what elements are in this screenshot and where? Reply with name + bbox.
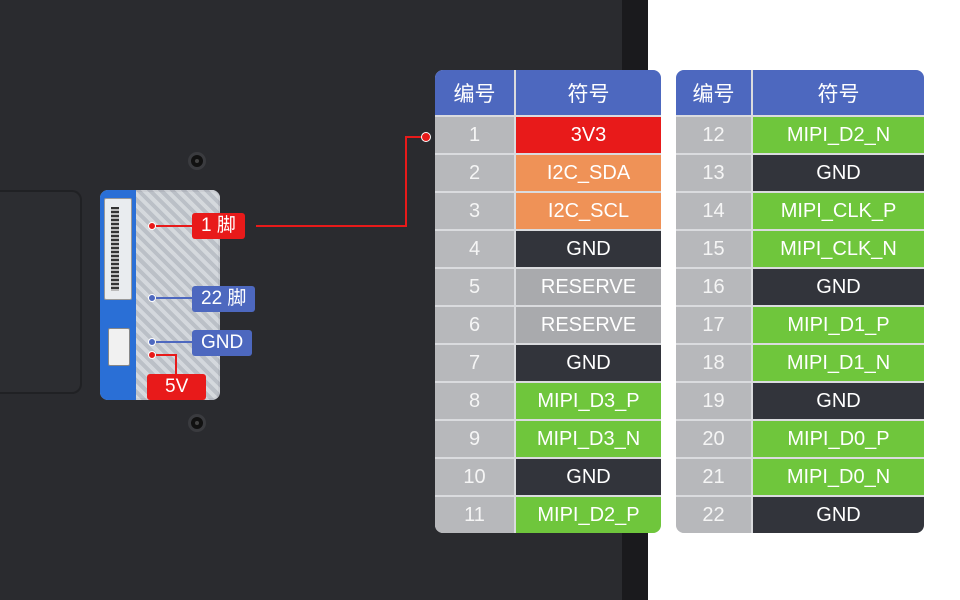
header-signal: 符号	[516, 70, 661, 115]
board-recess	[0, 190, 82, 394]
pin-number: 17	[676, 307, 753, 343]
pin-number: 19	[676, 383, 753, 419]
pin1-table-leader-v	[405, 136, 407, 227]
pin-number: 9	[435, 421, 516, 457]
pin1-marker-dot	[148, 222, 156, 230]
pin-number: 20	[676, 421, 753, 457]
pin-number: 7	[435, 345, 516, 381]
pin-signal: I2C_SCL	[516, 193, 661, 229]
pin22-marker-dot	[148, 294, 156, 302]
pin-number: 11	[435, 497, 516, 533]
fpc-connector	[104, 198, 132, 300]
pin22-leader	[156, 297, 192, 299]
header-number: 编号	[435, 70, 516, 115]
pin-number: 6	[435, 307, 516, 343]
table-header: 编号 符号	[435, 70, 661, 115]
pin-signal: MIPI_D2_N	[753, 117, 924, 153]
power-connector	[108, 328, 130, 366]
pin-signal: 3V3	[516, 117, 661, 153]
pin-signal: MIPI_D3_N	[516, 421, 661, 457]
pin1-table-leader-h2	[405, 136, 427, 138]
pin-signal: MIPI_CLK_P	[753, 193, 924, 229]
pin-signal: GND	[516, 459, 661, 495]
header-signal: 符号	[753, 70, 924, 115]
pin-signal: GND	[516, 345, 661, 381]
pin-number: 2	[435, 155, 516, 191]
pin-number: 3	[435, 193, 516, 229]
pin-number: 1	[435, 117, 516, 153]
pin-number: 21	[676, 459, 753, 495]
screw-hole-bottom	[188, 414, 206, 432]
5v-marker-dot	[148, 351, 156, 359]
pin22-callout: 22 脚	[192, 286, 256, 312]
5v-leader-v	[175, 354, 177, 374]
pin-signal: MIPI_D0_P	[753, 421, 924, 457]
5v-leader-h	[156, 354, 176, 356]
pin-number: 14	[676, 193, 753, 229]
pin-number: 15	[676, 231, 753, 267]
pin-signal: I2C_SDA	[516, 155, 661, 191]
pin-number: 8	[435, 383, 516, 419]
pin-signal: RESERVE	[516, 307, 661, 343]
pin-number: 22	[676, 497, 753, 533]
pin-number: 10	[435, 459, 516, 495]
gnd-marker-dot	[148, 338, 156, 346]
pin-signal: MIPI_D2_P	[516, 497, 661, 533]
pin-signal: MIPI_D1_N	[753, 345, 924, 381]
pin-signal: GND	[753, 155, 924, 191]
header-number: 编号	[676, 70, 753, 115]
pin-signal: GND	[516, 231, 661, 267]
pin1-table-leader-h1	[256, 225, 406, 227]
pin-signal: GND	[753, 497, 924, 533]
pin-number: 13	[676, 155, 753, 191]
pin-signal: GND	[753, 383, 924, 419]
pin1-table-dot	[421, 132, 431, 142]
pin-signal: RESERVE	[516, 269, 661, 305]
pin-number: 18	[676, 345, 753, 381]
pin-signal: MIPI_D3_P	[516, 383, 661, 419]
table-header: 编号 符号	[676, 70, 924, 115]
gnd-leader	[156, 341, 192, 343]
pin-signal: MIPI_D0_N	[753, 459, 924, 495]
pin-number: 4	[435, 231, 516, 267]
5v-callout: 5V	[147, 374, 207, 400]
pin-signal: MIPI_CLK_N	[753, 231, 924, 267]
pin-number: 5	[435, 269, 516, 305]
pin-number: 12	[676, 117, 753, 153]
pin1-leader	[156, 225, 192, 227]
pin1-callout: 1 脚	[192, 213, 245, 239]
pin-number: 16	[676, 269, 753, 305]
pin-signal: GND	[753, 269, 924, 305]
gnd-callout: GND	[192, 330, 253, 356]
screw-hole-top	[188, 152, 206, 170]
pin-signal: MIPI_D1_P	[753, 307, 924, 343]
